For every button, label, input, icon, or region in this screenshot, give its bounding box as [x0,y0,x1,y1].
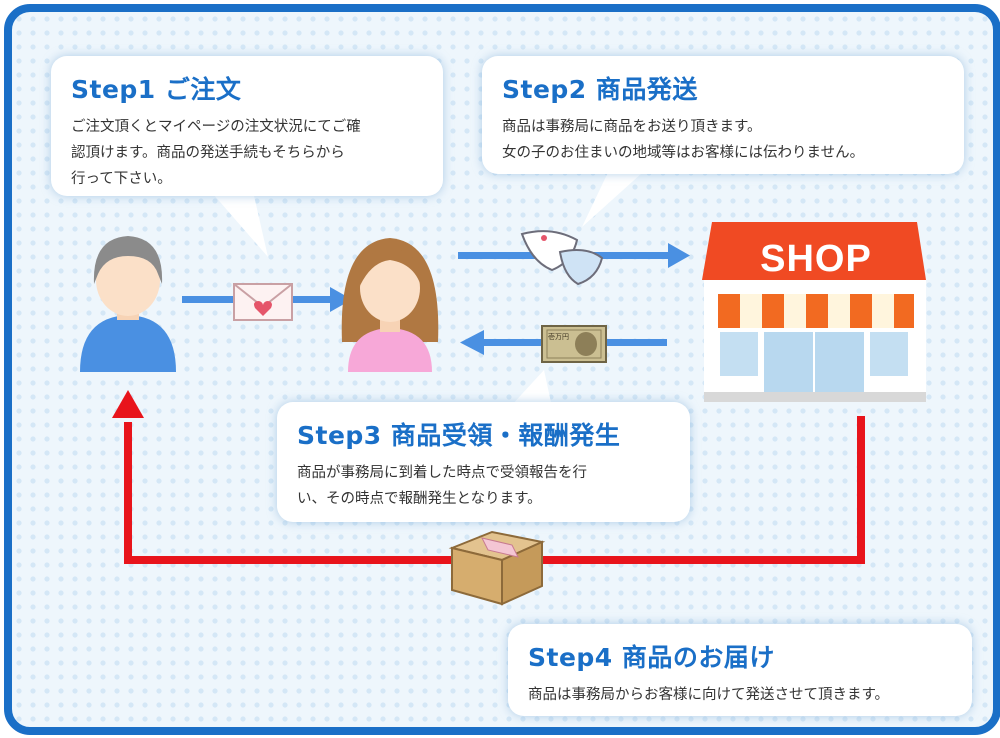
step2-line: 女の子のお住まいの地域等はお客様には伝わりません。 [502,145,865,161]
step3-line: 商品が事務局に到着した時点で受領報告を行 [297,465,587,481]
woman-icon [341,238,439,372]
step3-line: い、その時点で報酬発生となります。 [297,491,542,507]
man-icon [80,236,176,372]
step4-title: Step4 商品のお届け [528,643,775,672]
step4-line: 商品は事務局からお客様に向けて発送させて頂きます。 [528,687,890,703]
banknote-icon: 壱万円 [541,325,607,363]
diagram-frame: 壱万円 [4,4,1000,735]
step2-bubble: Step2 商品発送 商品は事務局に商品をお送り頂きます。 女の子のお住まいの地… [482,56,964,174]
shop-awning [718,294,914,328]
step2-line: 商品は事務局に商品をお送り頂きます。 [502,119,762,135]
shop-sign: SHOP [760,238,872,280]
panties-icon [520,230,604,286]
diagram-artwork: 壱万円 [80,164,926,606]
step1-bubble: Step1 ご注文 ご注文頂くとマイページの注文状況にてご確 認頂けます。商品の… [51,56,443,196]
banknote-label: 壱万円 [548,332,569,341]
shop-icon [702,222,926,402]
step4-bubble: Step4 商品のお届け 商品は事務局からお客様に向けて発送させて頂きます。 [508,624,972,716]
step1-line: ご注文頂くとマイページの注文状況にてご確 [71,119,361,135]
step1-bubble-tail [207,187,268,257]
step3-bubble: Step3 商品受領・報酬発生 商品が事務局に到着した時点で受領報告を行 い、そ… [277,402,690,522]
package-icon [448,530,546,606]
step2-bubble-tail [582,164,652,227]
step1-line: 行って下さい。 [71,171,172,187]
envelope-icon [233,283,293,321]
step2-title: Step2 商品発送 [502,75,698,104]
step1-title: Step1 ご注文 [71,75,242,104]
step1-line: 認頂けます。商品の発送手続もそちらから [71,145,345,161]
step3-title: Step3 商品受領・報酬発生 [297,421,621,450]
step3-bubble-tail [510,370,552,407]
